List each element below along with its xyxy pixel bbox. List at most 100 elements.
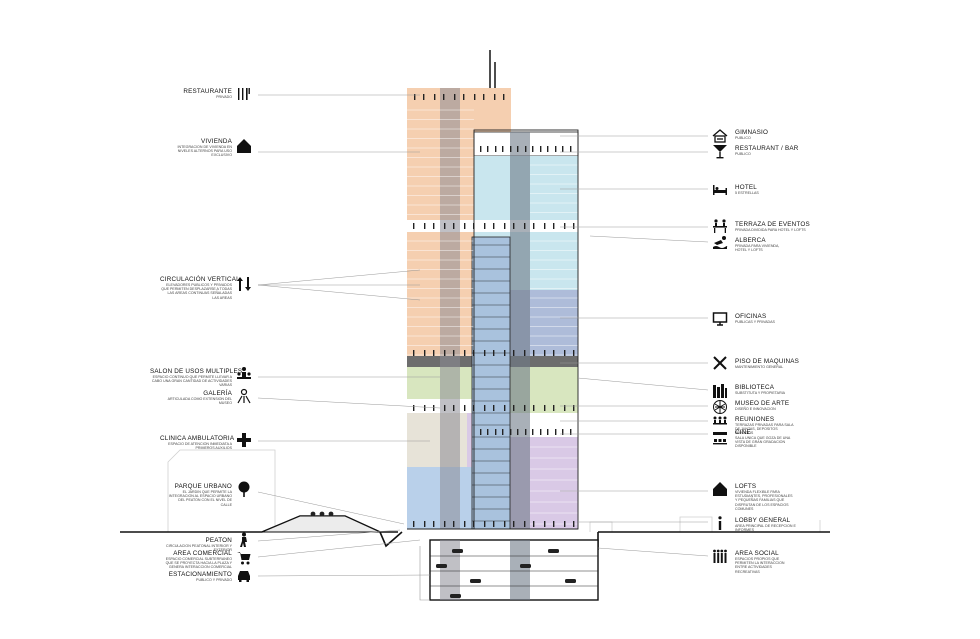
person-silhouette bbox=[573, 350, 575, 356]
leader-line bbox=[589, 235, 709, 243]
label-desc: PRIVADA PARA VIVIENDA, HOTEL Y LOFTS bbox=[735, 244, 780, 253]
label-cine: CINE SALA UNICA QUE GOZA DE UNA VISTA DE… bbox=[735, 429, 795, 449]
label-title: VIVIENDA bbox=[201, 138, 232, 145]
label-desc: PUBLICO bbox=[735, 136, 751, 140]
person-silhouette bbox=[544, 350, 546, 356]
right-core bbox=[510, 132, 530, 529]
person-silhouette bbox=[564, 405, 566, 411]
art-icon bbox=[713, 400, 727, 414]
label-title: LOFTS bbox=[735, 483, 757, 490]
label-title: MUSEO DE ARTE bbox=[735, 400, 790, 407]
label-lobby: LOBBY GENERAL AREA PRINCIPAL DE RECEPCIO… bbox=[735, 517, 815, 532]
person-silhouette bbox=[553, 405, 555, 411]
label-title: AREA SOCIAL bbox=[735, 550, 779, 557]
park-mound bbox=[261, 515, 381, 533]
label-peaton: PEATON CIRCULACION PEATONAL INTERIOR Y E… bbox=[150, 537, 232, 552]
label-title: SALON DE USOS MULTIPLES bbox=[150, 368, 243, 375]
label-title: REUNIONES bbox=[735, 416, 775, 423]
tower-outlines bbox=[407, 129, 579, 530]
stair-core bbox=[471, 236, 511, 530]
gallery-icon bbox=[237, 388, 251, 404]
info-icon bbox=[718, 516, 722, 530]
person-silhouette bbox=[453, 521, 455, 527]
label-desc: SALA UNICA QUE GOZA DE UNA VISTA DE GRAN… bbox=[735, 436, 791, 449]
person-silhouette bbox=[573, 405, 575, 411]
person-silhouette bbox=[564, 521, 566, 527]
person-silhouette bbox=[570, 146, 572, 152]
label-clinica: CLINICA AMBULATORIA ESPACIO DE ATENCION … bbox=[160, 435, 235, 451]
up-down-arrows-icon bbox=[237, 277, 251, 291]
label-oficinas: OFICINAS PUBLICAS Y PRIVADAS bbox=[735, 313, 805, 324]
label-title: OFICINAS bbox=[735, 313, 767, 320]
person-silhouette bbox=[513, 350, 515, 356]
books-icon bbox=[713, 384, 727, 398]
person-silhouette bbox=[504, 405, 506, 411]
label-galeria: GALERÍA ARTICULADA COMO EXTENSION DEL MU… bbox=[160, 390, 232, 405]
person-silhouette bbox=[533, 223, 535, 229]
person-silhouette bbox=[533, 521, 535, 527]
label-terraza: TERRAZA DE EVENTOS PRIVADA DIVIDIDA PARA… bbox=[735, 221, 810, 232]
car-silhouette bbox=[452, 549, 463, 553]
person-silhouette bbox=[480, 429, 482, 435]
label-estacionamiento: ESTACIONAMIENTO PUBLICO Y PRIVADO bbox=[150, 571, 232, 582]
label-desc: 5 ESTRELLAS bbox=[735, 191, 759, 195]
tools-icon bbox=[713, 356, 727, 370]
person-silhouette bbox=[532, 429, 534, 435]
person-silhouette bbox=[453, 405, 455, 411]
person-silhouette bbox=[424, 223, 426, 229]
person-silhouette bbox=[444, 223, 446, 229]
label-desc: EL JARDIN QUE PERMITE LA INTEGRACION AL … bbox=[168, 490, 232, 507]
person-silhouette bbox=[553, 350, 555, 356]
label-title: ESTACIONAMIENTO bbox=[168, 571, 232, 578]
person-silhouette bbox=[544, 521, 546, 527]
person-silhouette bbox=[414, 94, 416, 100]
person-silhouette bbox=[493, 350, 495, 356]
person-silhouette bbox=[544, 405, 546, 411]
car-silhouette bbox=[450, 594, 461, 598]
person-silhouette bbox=[484, 521, 486, 527]
person-silhouette bbox=[562, 429, 564, 435]
car-silhouette bbox=[548, 549, 559, 553]
person-silhouette bbox=[453, 223, 455, 229]
person-silhouette bbox=[504, 521, 506, 527]
label-desc: ESPACIO DE ATENCION INMEDIATA A PRIMEROS… bbox=[168, 442, 232, 451]
person-silhouette bbox=[424, 521, 426, 527]
car-silhouette bbox=[520, 564, 531, 568]
person-silhouette bbox=[532, 146, 534, 152]
house-icon bbox=[237, 139, 251, 153]
person-silhouette bbox=[547, 429, 549, 435]
person-silhouette bbox=[533, 350, 535, 356]
leader-line bbox=[257, 574, 431, 577]
label-title: CLINICA AMBULATORIA bbox=[160, 435, 235, 442]
label-desc: DISEÑO E INNOVACION bbox=[735, 407, 776, 411]
label-desc: INTEGRACION DE VIVIENDA EN NIVELES ALTER… bbox=[177, 145, 232, 158]
label-desc: PUBLICAS Y PRIVADAS bbox=[735, 320, 775, 324]
leader-line bbox=[257, 491, 405, 525]
person-silhouette bbox=[464, 350, 466, 356]
label-lofts: LOFTS VIVIENDA FLEXIBLE PARA ESTUDIANTES… bbox=[735, 483, 795, 511]
leader-line bbox=[257, 397, 441, 409]
person-silhouette bbox=[525, 429, 527, 435]
person-silhouette bbox=[555, 146, 557, 152]
person-silhouette bbox=[553, 521, 555, 527]
leader-line bbox=[597, 547, 709, 557]
bed-icon bbox=[713, 185, 727, 195]
person-silhouette bbox=[443, 94, 445, 100]
label-comercial: AREA COMERCIAL ESPACIO COMERCIAL SUBTERR… bbox=[160, 550, 232, 570]
person-silhouette bbox=[463, 94, 465, 100]
label-desc: CIRCULACION PEATONAL INTERIOR Y EXTERIOR bbox=[166, 544, 232, 553]
swimmer-icon bbox=[713, 236, 728, 249]
person-silhouette bbox=[544, 223, 546, 229]
person-silhouette bbox=[495, 146, 497, 152]
car-silhouette bbox=[565, 579, 576, 583]
person-silhouette bbox=[434, 94, 436, 100]
person-silhouette bbox=[540, 146, 542, 152]
person-silhouette bbox=[533, 405, 535, 411]
person-silhouette bbox=[510, 429, 512, 435]
crowd-icon bbox=[713, 549, 727, 563]
label-desc: PUBLICO Y PRIVADO bbox=[196, 578, 232, 582]
person-silhouette bbox=[494, 94, 496, 100]
person-silhouette bbox=[524, 350, 526, 356]
leader-line bbox=[257, 269, 421, 286]
label-desc: ESPACIO CONTINUO QUE PERMITE LLEVAR A CA… bbox=[151, 375, 232, 388]
